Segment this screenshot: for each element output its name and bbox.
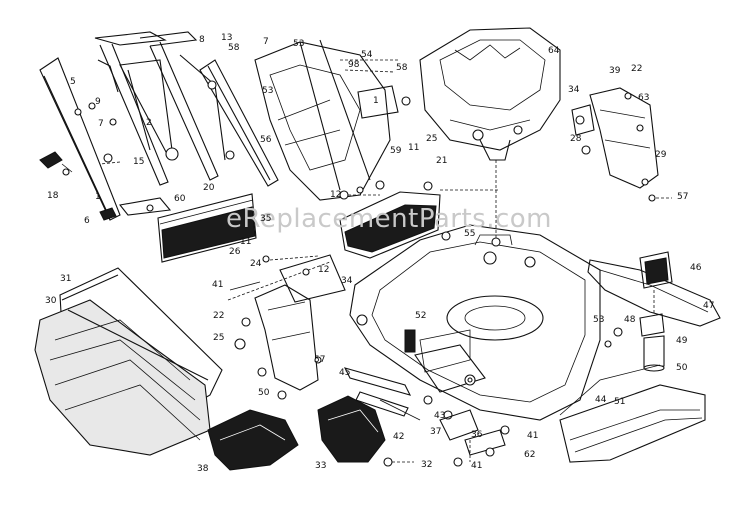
front-wheel-guard [559, 364, 706, 463]
blade-assembly [587, 251, 721, 372]
grass-catcher [34, 267, 223, 456]
part-label-l34: 34 [568, 85, 580, 95]
part-label-l41c: 41 [471, 461, 482, 471]
part-label-l1b: 1 [95, 192, 101, 202]
part-label-l11a: 11 [408, 143, 419, 153]
part-label-l53c: 53 [593, 315, 604, 325]
part-label-l2: 2 [146, 118, 152, 128]
part-label-l58b: 58 [396, 63, 408, 73]
hardware-bolts [262, 181, 612, 348]
part-label-l39: 39 [609, 66, 621, 76]
part-label-l42: 42 [393, 432, 404, 442]
part-label-l60: 60 [174, 194, 186, 204]
rear-bracket [571, 87, 672, 202]
part-label-l33: 33 [315, 461, 326, 471]
part-label-l54: 54 [361, 50, 373, 60]
part-label-l41b: 41 [527, 431, 538, 441]
rear-wheel-covers [207, 395, 414, 471]
part-label-l43: 43 [434, 411, 445, 421]
part-label-l55: 55 [464, 229, 475, 239]
watermark-text: eReplacementParts.com [226, 204, 552, 234]
part-label-l57b: 57 [314, 355, 325, 365]
part-label-l98: 98 [348, 60, 360, 70]
part-label-l1a: 1 [373, 96, 379, 106]
part-label-l22a: 22 [631, 64, 642, 74]
part-label-l56: 56 [260, 135, 272, 145]
part-label-l5: 5 [70, 77, 76, 87]
part-label-l63: 63 [638, 93, 649, 103]
part-label-l20: 20 [203, 183, 215, 193]
part-label-l15: 15 [133, 157, 144, 167]
part-label-l35: 35 [260, 214, 271, 224]
part-label-l28: 28 [570, 134, 582, 144]
part-label-l53a: 53 [293, 39, 304, 49]
part-label-l51: 51 [614, 397, 625, 407]
mower-deck [349, 224, 601, 421]
part-label-l50: 50 [676, 363, 688, 373]
rear-flap [157, 193, 257, 263]
part-label-l24: 24 [250, 259, 262, 269]
part-label-l25b: 25 [213, 333, 224, 343]
part-label-l29: 29 [655, 150, 667, 160]
part-label-l47: 47 [703, 301, 714, 311]
part-label-l57: 57 [677, 192, 688, 202]
part-label-l50b: 50 [258, 388, 270, 398]
part-label-l32: 32 [421, 460, 432, 470]
part-label-l59: 59 [390, 146, 402, 156]
part-label-l31: 31 [60, 274, 71, 284]
part-label-l26: 26 [229, 247, 241, 257]
handle-assembly [39, 31, 279, 221]
part-label-l6: 6 [84, 216, 90, 226]
part-label-l52: 52 [415, 311, 426, 321]
front-axle-parts [343, 367, 510, 467]
part-label-l37: 37 [430, 427, 441, 437]
rear-shield [254, 39, 411, 201]
part-label-l44: 44 [595, 395, 607, 405]
part-label-l41a: 41 [212, 280, 223, 290]
part-label-l45: 45 [339, 368, 350, 378]
part-label-l58a: 58 [228, 43, 240, 53]
height-adjuster-bracket [227, 254, 346, 400]
part-label-l13: 13 [221, 33, 232, 43]
part-label-l62: 62 [524, 450, 535, 460]
part-label-l9: 9 [95, 97, 101, 107]
part-label-l53b: 53 [262, 86, 273, 96]
part-label-l34b: 34 [341, 276, 353, 286]
part-label-l12b: 12 [318, 265, 329, 275]
part-label-l11b: 11 [240, 237, 251, 247]
part-label-l21: 21 [436, 156, 447, 166]
part-label-l12a: 12 [330, 190, 341, 200]
part-label-l25a: 25 [426, 134, 437, 144]
part-label-l36: 36 [471, 430, 483, 440]
part-label-l38: 38 [197, 464, 209, 474]
part-label-l48: 48 [624, 315, 636, 325]
part-label-l7a: 7 [263, 37, 269, 47]
part-label-l49: 49 [676, 336, 688, 346]
part-label-l30: 30 [45, 296, 57, 306]
part-label-l18: 18 [47, 191, 59, 201]
part-label-l46: 46 [690, 263, 702, 273]
part-label-l22b: 22 [213, 311, 224, 321]
engine [419, 27, 561, 240]
part-label-l7b: 7 [98, 119, 104, 129]
part-label-l8: 8 [199, 35, 205, 45]
discharge-door [339, 189, 500, 259]
part-label-l64: 64 [548, 46, 560, 56]
